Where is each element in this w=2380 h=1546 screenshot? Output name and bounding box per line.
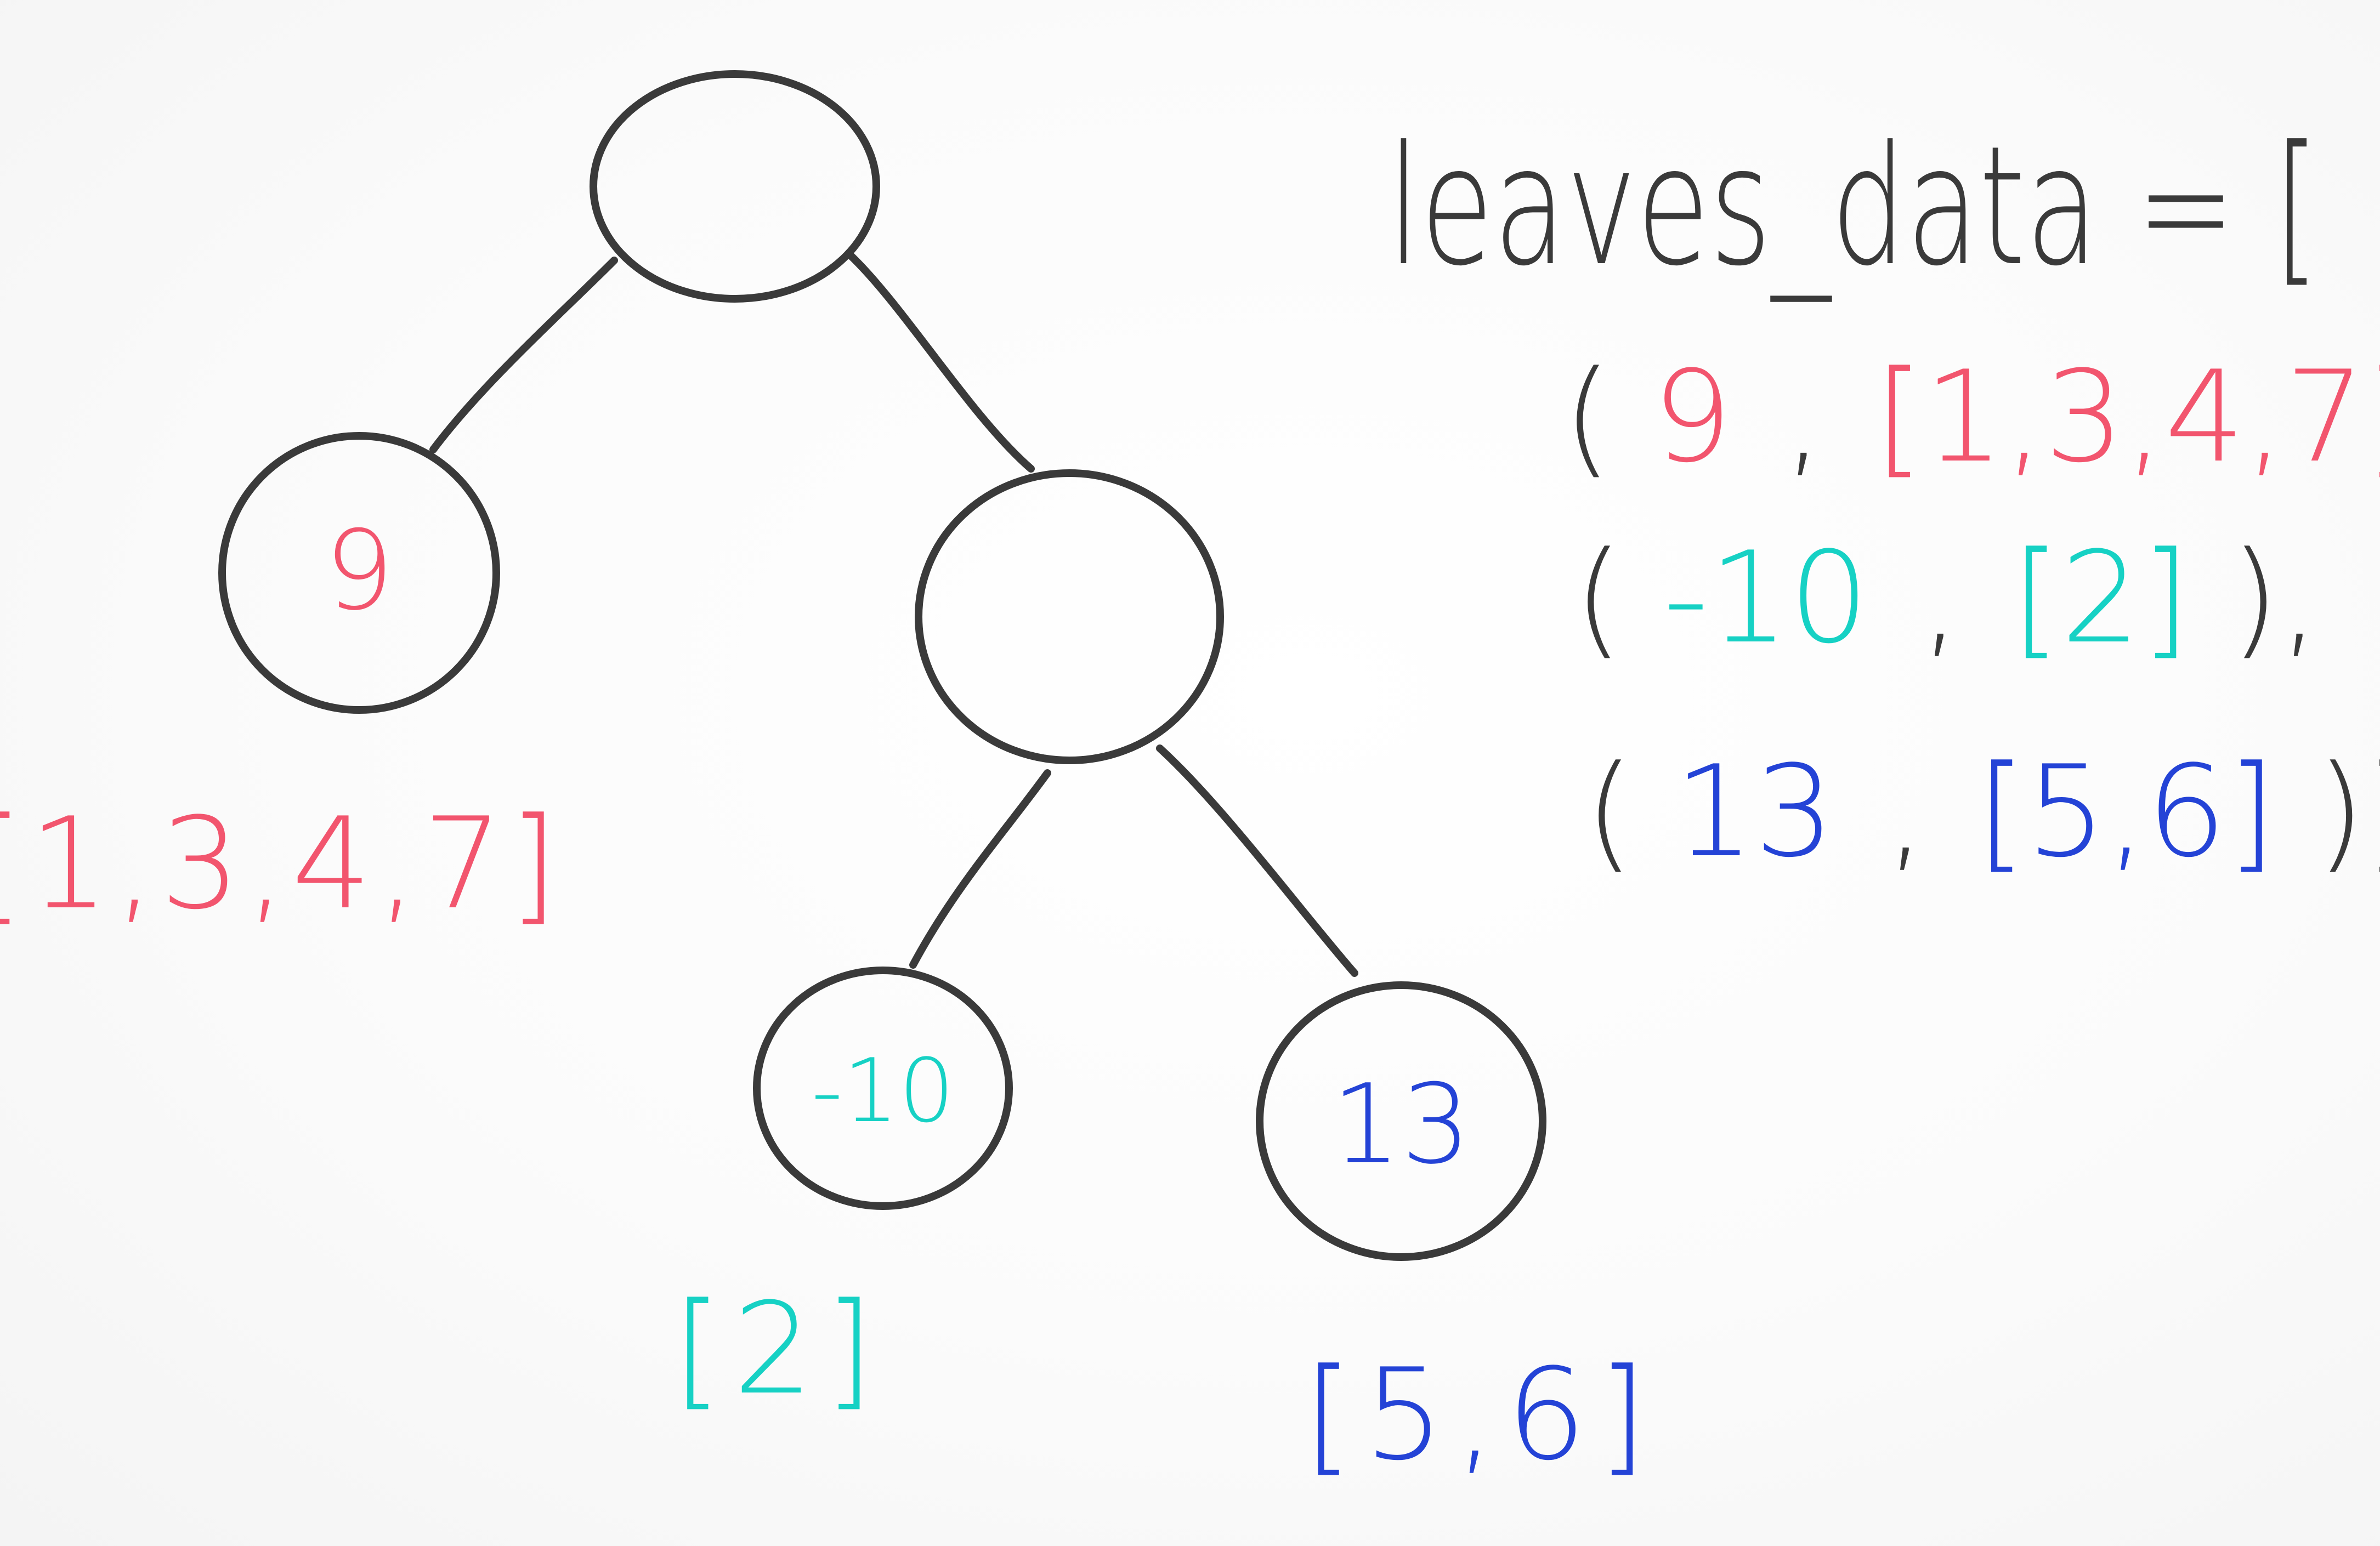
code-line-1-sep: , bbox=[1783, 344, 1823, 491]
edge-root-left bbox=[429, 257, 618, 453]
code-line-1-key: 9 bbox=[1652, 344, 1732, 491]
code-line-2-sep: , bbox=[1920, 525, 1960, 672]
edge-inner-right bbox=[1156, 744, 1358, 977]
edge-root-right bbox=[846, 251, 1035, 473]
leaf-node-minus-10 bbox=[753, 967, 1013, 1210]
internal-node bbox=[915, 469, 1224, 764]
code-line-1-open: ( bbox=[1563, 344, 1612, 491]
leaf-minus-10-values: [2] bbox=[673, 1276, 885, 1423]
code-line-2-open: ( bbox=[1574, 525, 1623, 672]
code-line-1-list: [1,3,4,7] bbox=[1875, 344, 2380, 491]
code-line-3-close: )] bbox=[2316, 739, 2380, 885]
leaf-node-9 bbox=[218, 432, 500, 714]
code-line-3-sep: , bbox=[1886, 739, 1926, 885]
code-line-2-key: -10 bbox=[1663, 525, 1869, 672]
leaf-9-values: [1,3,4,7] bbox=[0, 791, 563, 937]
code-header: leaves_data = [ bbox=[1387, 111, 2320, 304]
code-line-3: ( 13 , [5,6] )] bbox=[1585, 739, 2380, 885]
edge-inner-left bbox=[909, 769, 1051, 969]
leaf-13-values: [5,6] bbox=[1304, 1342, 1657, 1488]
code-line-2: ( -10 , [2] ), bbox=[1574, 525, 2320, 672]
code-line-3-key: 13 bbox=[1674, 739, 1835, 885]
leaves-data-code: leaves_data = [ ( 9 , [1,3,4,7] ), ( -10… bbox=[1387, 111, 2380, 885]
leaf-9-key: 9 bbox=[324, 507, 394, 635]
leaf-minus-10-key: -10 bbox=[811, 1039, 954, 1142]
code-line-2-list: [2] bbox=[2011, 525, 2190, 672]
root-node bbox=[590, 70, 880, 303]
code-line-3-list: [5,6] bbox=[1977, 739, 2276, 885]
code-line-2-close: ), bbox=[2230, 525, 2320, 672]
code-line-3-open: ( bbox=[1585, 739, 1634, 885]
code-line-1: ( 9 , [1,3,4,7] ), bbox=[1563, 344, 2380, 491]
leaf-node-13 bbox=[1256, 981, 1546, 1261]
leaf-13-key: 13 bbox=[1331, 1061, 1471, 1189]
